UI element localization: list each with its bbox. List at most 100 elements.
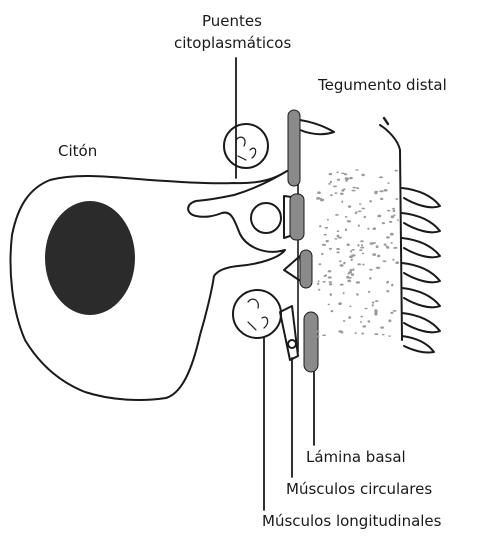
granule: [327, 219, 329, 221]
granule: [388, 319, 391, 322]
granule: [395, 261, 399, 264]
granule: [351, 190, 355, 192]
granule: [337, 171, 339, 173]
granule: [382, 222, 385, 224]
granule: [357, 244, 359, 247]
granule: [345, 177, 348, 180]
granule: [369, 200, 372, 202]
granule: [372, 304, 374, 306]
granule: [393, 310, 397, 312]
granule: [348, 316, 351, 319]
granule: [350, 250, 352, 253]
basal-lamina: [288, 110, 318, 372]
granule: [337, 179, 340, 181]
granule: [345, 216, 348, 218]
granule: [316, 197, 320, 200]
granule: [334, 238, 337, 240]
granule: [320, 198, 322, 200]
label-puentes-1: Puentes: [202, 12, 262, 30]
granule: [375, 300, 379, 302]
tegument-granules: [316, 169, 399, 337]
label-citon: Citón: [58, 142, 97, 160]
granule: [339, 260, 342, 262]
granule: [386, 236, 390, 238]
granule: [397, 219, 399, 221]
granule: [392, 259, 394, 261]
granule: [340, 284, 344, 286]
granule: [341, 201, 343, 203]
granule: [323, 281, 326, 283]
granule: [322, 244, 326, 246]
label-circulares: Músculos circulares: [286, 480, 432, 498]
granule: [362, 325, 366, 327]
granule: [374, 313, 377, 316]
granule: [384, 189, 388, 192]
granule: [344, 173, 347, 175]
granule: [338, 302, 342, 305]
granule: [393, 247, 397, 249]
granule: [333, 186, 337, 188]
granule: [328, 304, 330, 306]
granule: [329, 173, 333, 175]
granule: [388, 335, 391, 337]
granule: [379, 190, 383, 192]
granule: [345, 228, 347, 231]
granule: [374, 311, 378, 313]
granule: [317, 335, 319, 337]
granule: [328, 183, 330, 185]
tegument-spines: [402, 188, 440, 353]
granule: [384, 244, 387, 246]
label-puentes-2: citoplasmáticos: [174, 34, 291, 52]
granule: [347, 220, 351, 222]
granule: [368, 291, 371, 293]
granule: [348, 277, 352, 279]
granule: [359, 249, 363, 251]
granule: [351, 273, 354, 276]
label-tegumento: Tegumento distal: [318, 76, 447, 94]
granule: [340, 193, 344, 195]
granule: [317, 331, 320, 333]
granule: [377, 215, 381, 218]
granule: [356, 187, 359, 189]
granule: [351, 259, 353, 262]
granule: [360, 240, 364, 242]
granule: [331, 310, 334, 312]
granule: [341, 189, 344, 192]
granule: [317, 283, 319, 285]
granule: [360, 316, 363, 318]
tegument-outer-edge: [380, 125, 402, 340]
nucleus: [45, 201, 135, 315]
granule: [343, 320, 346, 322]
granule: [338, 330, 342, 332]
granule: [347, 243, 350, 246]
granule: [391, 242, 393, 244]
granule: [329, 281, 333, 283]
granule: [360, 247, 364, 249]
granule: [372, 253, 376, 256]
granule: [325, 227, 329, 229]
granule: [355, 332, 357, 334]
granule: [387, 210, 390, 212]
granule: [322, 335, 326, 337]
granule: [376, 267, 380, 269]
granule: [349, 306, 351, 308]
granule: [389, 221, 392, 223]
granule: [335, 214, 339, 216]
granule: [395, 170, 398, 172]
granule: [386, 290, 389, 292]
granule: [319, 225, 321, 227]
granule: [382, 334, 385, 336]
granule: [365, 308, 368, 310]
granule: [369, 277, 371, 280]
granule: [328, 270, 332, 272]
granule: [386, 246, 389, 248]
granule: [374, 191, 377, 194]
granule: [352, 268, 354, 271]
granule: [361, 174, 365, 176]
granule: [347, 280, 351, 283]
granule: [369, 269, 372, 271]
granule: [336, 248, 340, 250]
granule: [390, 233, 394, 236]
granule: [321, 253, 324, 255]
granule: [330, 194, 333, 196]
